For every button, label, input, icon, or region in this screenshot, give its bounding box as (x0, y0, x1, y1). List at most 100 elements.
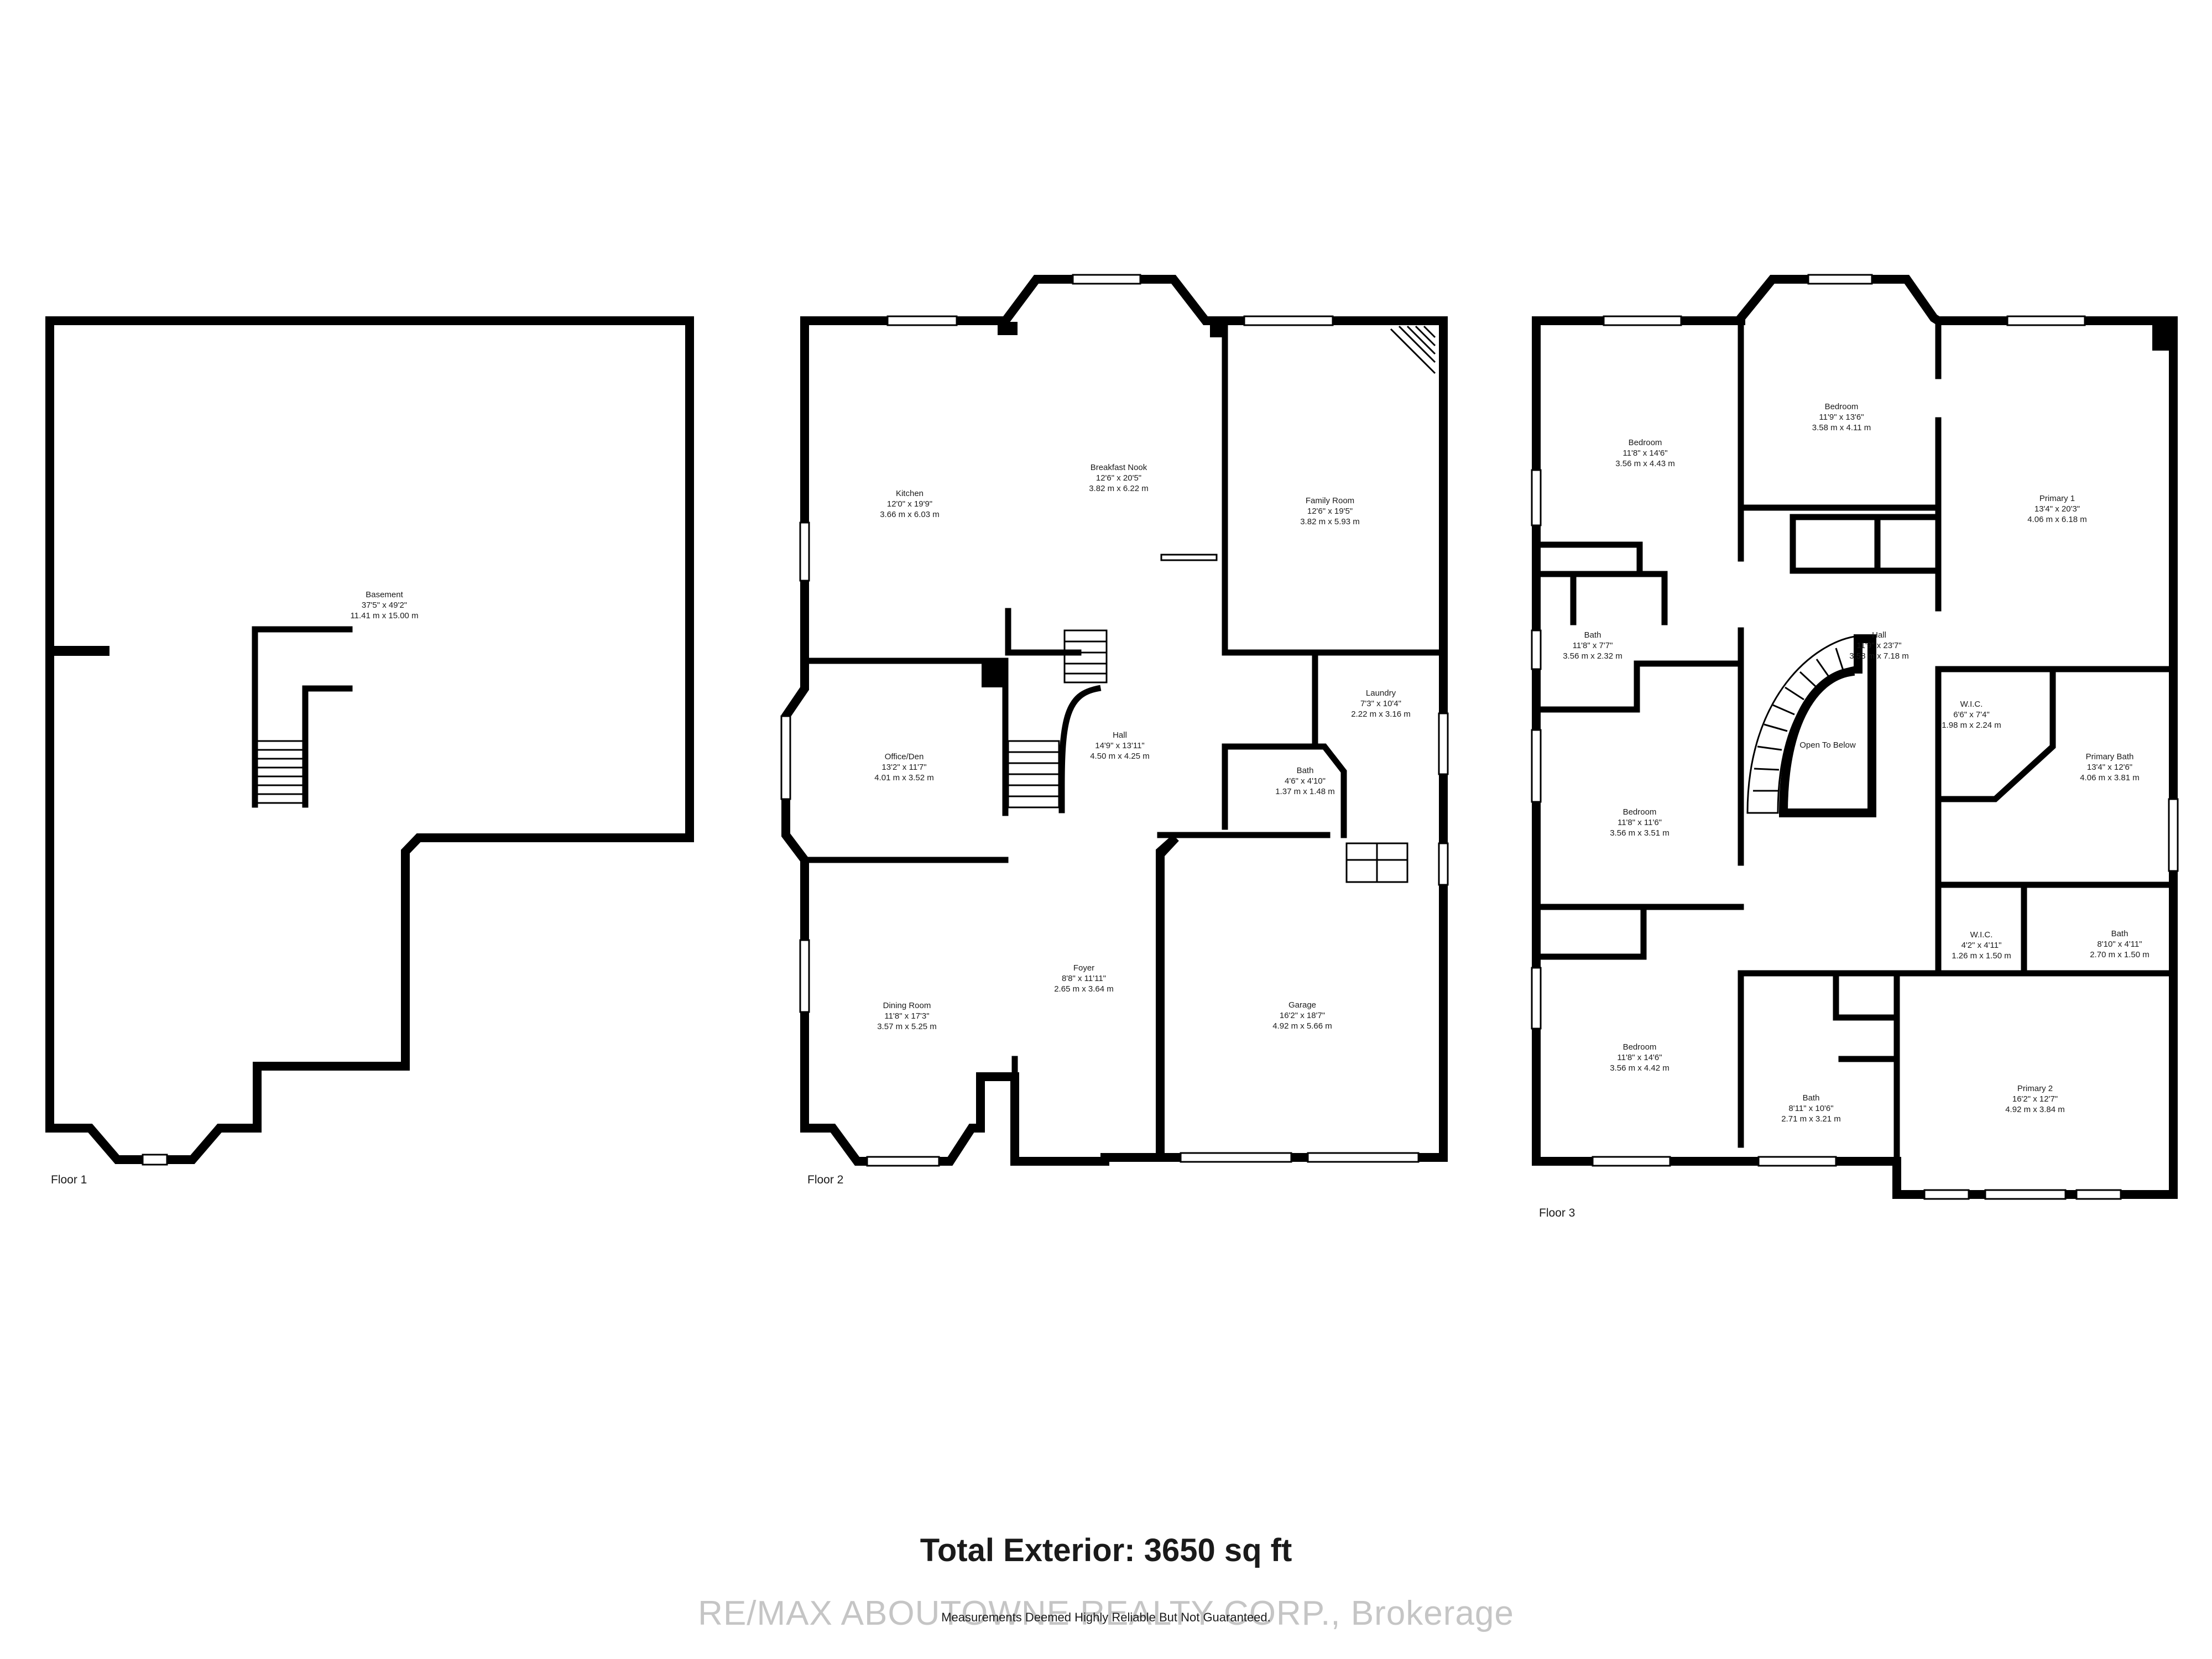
room-bedroom-c-metric: 3.56 m x 3.51 m (1610, 828, 1670, 838)
room-bath-3a-name: Bath (1584, 630, 1601, 640)
room-basement-imperial: 37'5" x 49'2" (362, 601, 407, 610)
room-wic-2-metric: 1.26 m x 1.50 m (1952, 951, 2011, 961)
room-bath-3c-imperial: 8'11" x 10'6" (1788, 1104, 1833, 1113)
floor3-window (1984, 1189, 2067, 1200)
room-bath-3a: Bath 11'8" x 7'7" 3.56 m x 2.32 m (1563, 630, 1623, 661)
room-family-room-metric: 3.82 m x 5.93 m (1300, 517, 1360, 526)
room-basement: Basement 37'5" x 49'2" 11.41 m x 15.00 m (350, 590, 418, 620)
measurement-disclaimer: Measurements Deemed Highly Reliable But … (941, 1610, 1271, 1624)
floor3-interior-wall (1790, 514, 1881, 574)
floor3-label: Floor 3 (1539, 1207, 1575, 1219)
room-bath-floor2-metric: 1.37 m x 1.48 m (1275, 787, 1335, 796)
room-primary-1-name: Primary 1 (2039, 494, 2075, 503)
room-dining-room-metric: 3.57 m x 5.25 m (877, 1022, 937, 1031)
room-bedroom-b: Bedroom 11'9" x 13'6" 3.58 m x 4.11 m (1812, 402, 1871, 432)
room-bath-floor2-name: Bath (1297, 766, 1314, 775)
room-laundry-metric: 2.22 m x 3.16 m (1351, 709, 1411, 719)
room-office-den-name: Office/Den (885, 752, 924, 761)
floor2-window (780, 715, 791, 800)
room-primary-2-imperial: 16'2" x 12'7" (2012, 1094, 2058, 1104)
room-foyer-imperial: 8'8" x 11'11" (1062, 974, 1106, 983)
brokerage-watermark: RE/MAX ABOUTOWNE REALTY CORP., Brokerage (698, 1594, 1514, 1632)
room-garage: Garage 16'2" x 18'7" 4.92 m x 5.66 m (1272, 1000, 1332, 1031)
floor3-interior-wall (1874, 514, 1942, 574)
floor3-window (1531, 629, 1542, 670)
room-basement-name: Basement (366, 590, 403, 599)
room-bedroom-b-name: Bedroom (1825, 402, 1859, 411)
floor1-stairs (256, 740, 304, 804)
room-hall-floor3-imperial: 11'9" x 23'7" (1856, 641, 1901, 650)
room-hall-floor2-name: Hall (1113, 731, 1127, 740)
room-breakfast-nook-name: Breakfast Nook (1091, 463, 1147, 472)
room-primary-1-imperial: 13'4" x 20'3" (2034, 504, 2080, 514)
room-kitchen: Kitchen 12'0" x 19'9" 3.66 m x 6.03 m (880, 489, 940, 519)
floor3-window (1531, 729, 1542, 803)
floor2-stairs (1007, 325, 1436, 883)
floor3-open-to-below-rail (1778, 634, 1876, 817)
floor3-window (1531, 967, 1542, 1030)
total-exterior-area: Total Exterior: 3650 sq ft (920, 1532, 1292, 1568)
room-bath-floor2: Bath 4'6" x 4'10" 1.37 m x 1.48 m (1275, 766, 1335, 796)
room-bedroom-b-metric: 3.58 m x 4.11 m (1812, 423, 1871, 432)
floor3-window (1807, 274, 1873, 285)
room-basement-metric: 11.41 m x 15.00 m (350, 611, 418, 620)
floor3-interior-wall (1533, 660, 1744, 713)
room-bath-3c-metric: 2.71 m x 3.21 m (1781, 1114, 1841, 1124)
room-primary-bath-imperial: 13'4" x 12'6" (2087, 763, 2132, 772)
room-primary-2: Primary 2 16'2" x 12'7" 4.92 m x 3.84 m (2005, 1084, 2065, 1114)
floor2-window (799, 939, 810, 1013)
room-bedroom-c: Bedroom 11'8" x 11'6" 3.56 m x 3.51 m (1610, 807, 1670, 838)
room-dining-room-name: Dining Room (883, 1001, 931, 1010)
room-bedroom-a-metric: 3.56 m x 4.43 m (1615, 459, 1675, 468)
room-office-den-imperial: 13'2" x 11'7" (881, 763, 926, 772)
room-bath-3b: Bath 8'10" x 4'11" 2.70 m x 1.50 m (2090, 929, 2150, 959)
floor2-label: Floor 2 (807, 1173, 843, 1186)
floor3-window (1923, 1189, 1970, 1200)
room-wic-2-name: W.I.C. (1970, 930, 1993, 940)
room-bedroom-d-imperial: 11'8" x 14'6" (1617, 1053, 1662, 1062)
floor2-interior-wall (1222, 323, 1447, 656)
floor2-window (1438, 712, 1449, 775)
room-dining-room-imperial: 11'8" x 17'3" (884, 1011, 929, 1021)
floor3-plan: Open To Below Floor 3 Bedroom 11'8" x 14… (1531, 274, 2179, 1219)
floor1-wall-stub (50, 646, 109, 656)
room-primary-bath: Primary Bath 13'4" x 12'6" 4.06 m x 3.81… (2080, 752, 2140, 782)
room-wic-1-name: W.I.C. (1960, 700, 1983, 709)
room-bedroom-a: Bedroom 11'8" x 14'6" 3.56 m x 4.43 m (1615, 438, 1675, 468)
room-kitchen-name: Kitchen (896, 489, 924, 498)
room-office-den: Office/Den 13'2" x 11'7" 4.01 m x 3.52 m (874, 752, 934, 782)
room-wic-1-imperial: 6'6" x 7'4" (1953, 710, 1990, 719)
room-garage-name: Garage (1288, 1000, 1316, 1010)
room-hall-floor3: Hall 11'9" x 23'7" 3.58 m x 7.18 m (1849, 630, 1909, 661)
room-kitchen-imperial: 12'0" x 19'9" (887, 499, 932, 509)
floor1-stair-wall-inner (302, 685, 353, 808)
floor3-window (2168, 798, 2179, 872)
room-hall-floor3-name: Hall (1872, 630, 1886, 640)
floor2-counter (1160, 554, 1218, 561)
room-primary-bath-name: Primary Bath (2086, 752, 2134, 761)
room-hall-floor2: Hall 14'9" x 13'11" 4.50 m x 4.25 m (1090, 731, 1150, 761)
room-bath-3c-name: Bath (1803, 1093, 1820, 1103)
floor3-interior-wall (1570, 571, 1668, 625)
floor2-plan: Floor 2 Kitchen 12'0" x 19'9" 3.66 m x 6… (780, 274, 1449, 1186)
room-bedroom-d-metric: 3.56 m x 4.42 m (1610, 1063, 1670, 1073)
floor2-column (982, 661, 1005, 687)
room-kitchen-metric: 3.66 m x 6.03 m (880, 510, 940, 519)
room-hall-floor3-metric: 3.58 m x 7.18 m (1849, 651, 1909, 661)
room-bath-3b-name: Bath (2111, 929, 2128, 938)
room-primary-2-metric: 4.92 m x 3.84 m (2005, 1105, 2065, 1114)
floor2-column (1210, 324, 1222, 337)
floor3-curved-stair (1746, 634, 1876, 817)
floor3-window (1603, 315, 1682, 326)
floor3-window (1531, 469, 1542, 526)
floor3-interior-wall (1935, 666, 2056, 802)
room-bath-3b-metric: 2.70 m x 1.50 m (2090, 950, 2150, 959)
floor1-window (142, 1154, 168, 1166)
floor2-window (1180, 1152, 1292, 1163)
room-primary-1: Primary 1 13'4" x 20'3" 4.06 m x 6.18 m (2027, 494, 2087, 524)
room-bath-3a-imperial: 11'8" x 7'7" (1573, 641, 1613, 650)
room-office-den-metric: 4.01 m x 3.52 m (874, 773, 934, 782)
room-primary-1-metric: 4.06 m x 6.18 m (2027, 515, 2087, 524)
room-garage-imperial: 16'2" x 18'7" (1280, 1011, 1325, 1020)
floor3-interior-wall (1738, 970, 1900, 1165)
